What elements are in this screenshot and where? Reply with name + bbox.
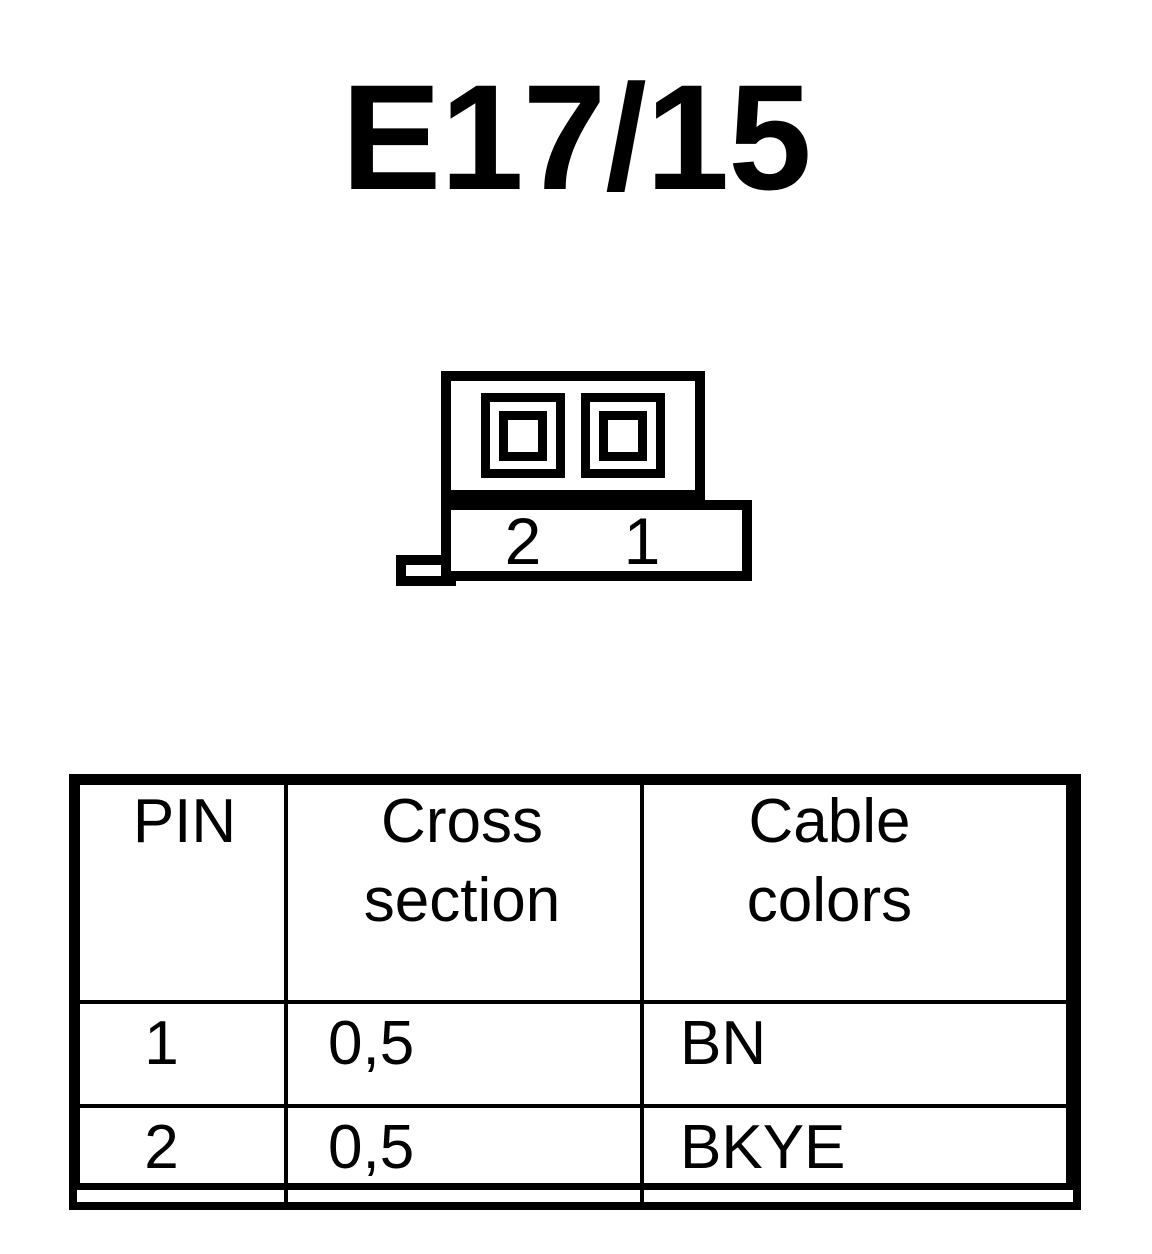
cell-cable-colors: BKYE: [640, 1104, 1077, 1206]
connector-housing-top: [441, 371, 705, 500]
page-title: E17/15: [341, 53, 811, 221]
cell-pin: 1: [73, 1000, 288, 1108]
column-header-cable-colors-line1: Cable: [748, 787, 911, 856]
cell-cross-section: 0,5: [284, 1000, 644, 1108]
pinout-table: PIN Cross section Cable colors 1 0,5 BN …: [69, 774, 1081, 1210]
connector-housing-bottom: 2 1: [441, 500, 752, 581]
table-row: 1 0,5 BN: [73, 1000, 1077, 1108]
cell-cable-colors: BN: [640, 1000, 1077, 1108]
cell-cross-section: 0,5: [284, 1104, 644, 1206]
table-row: 2 0,5 BKYE: [73, 1104, 1077, 1206]
contact-pin-1: [599, 410, 647, 461]
column-header-pin: PIN: [73, 778, 288, 1004]
column-header-cross-section-line1: Cross: [381, 787, 543, 856]
contact-cavity-1: [581, 393, 665, 478]
column-header-cross-section: Cross section: [284, 778, 644, 1004]
connector-diagram: 2 1: [396, 366, 756, 596]
contact-cavity-2: [481, 393, 565, 478]
contact-pin-2: [499, 410, 547, 461]
connector-pin-label-2: 2: [504, 503, 542, 578]
connector-pin-label-1: 1: [623, 503, 661, 578]
table-header-row: PIN Cross section Cable colors: [73, 778, 1077, 1004]
column-header-cross-section-line2: section: [363, 866, 561, 936]
column-header-cable-colors-line2: colors: [746, 866, 913, 936]
cell-pin: 2: [73, 1104, 288, 1206]
column-header-cable-colors: Cable colors: [640, 778, 1077, 1004]
